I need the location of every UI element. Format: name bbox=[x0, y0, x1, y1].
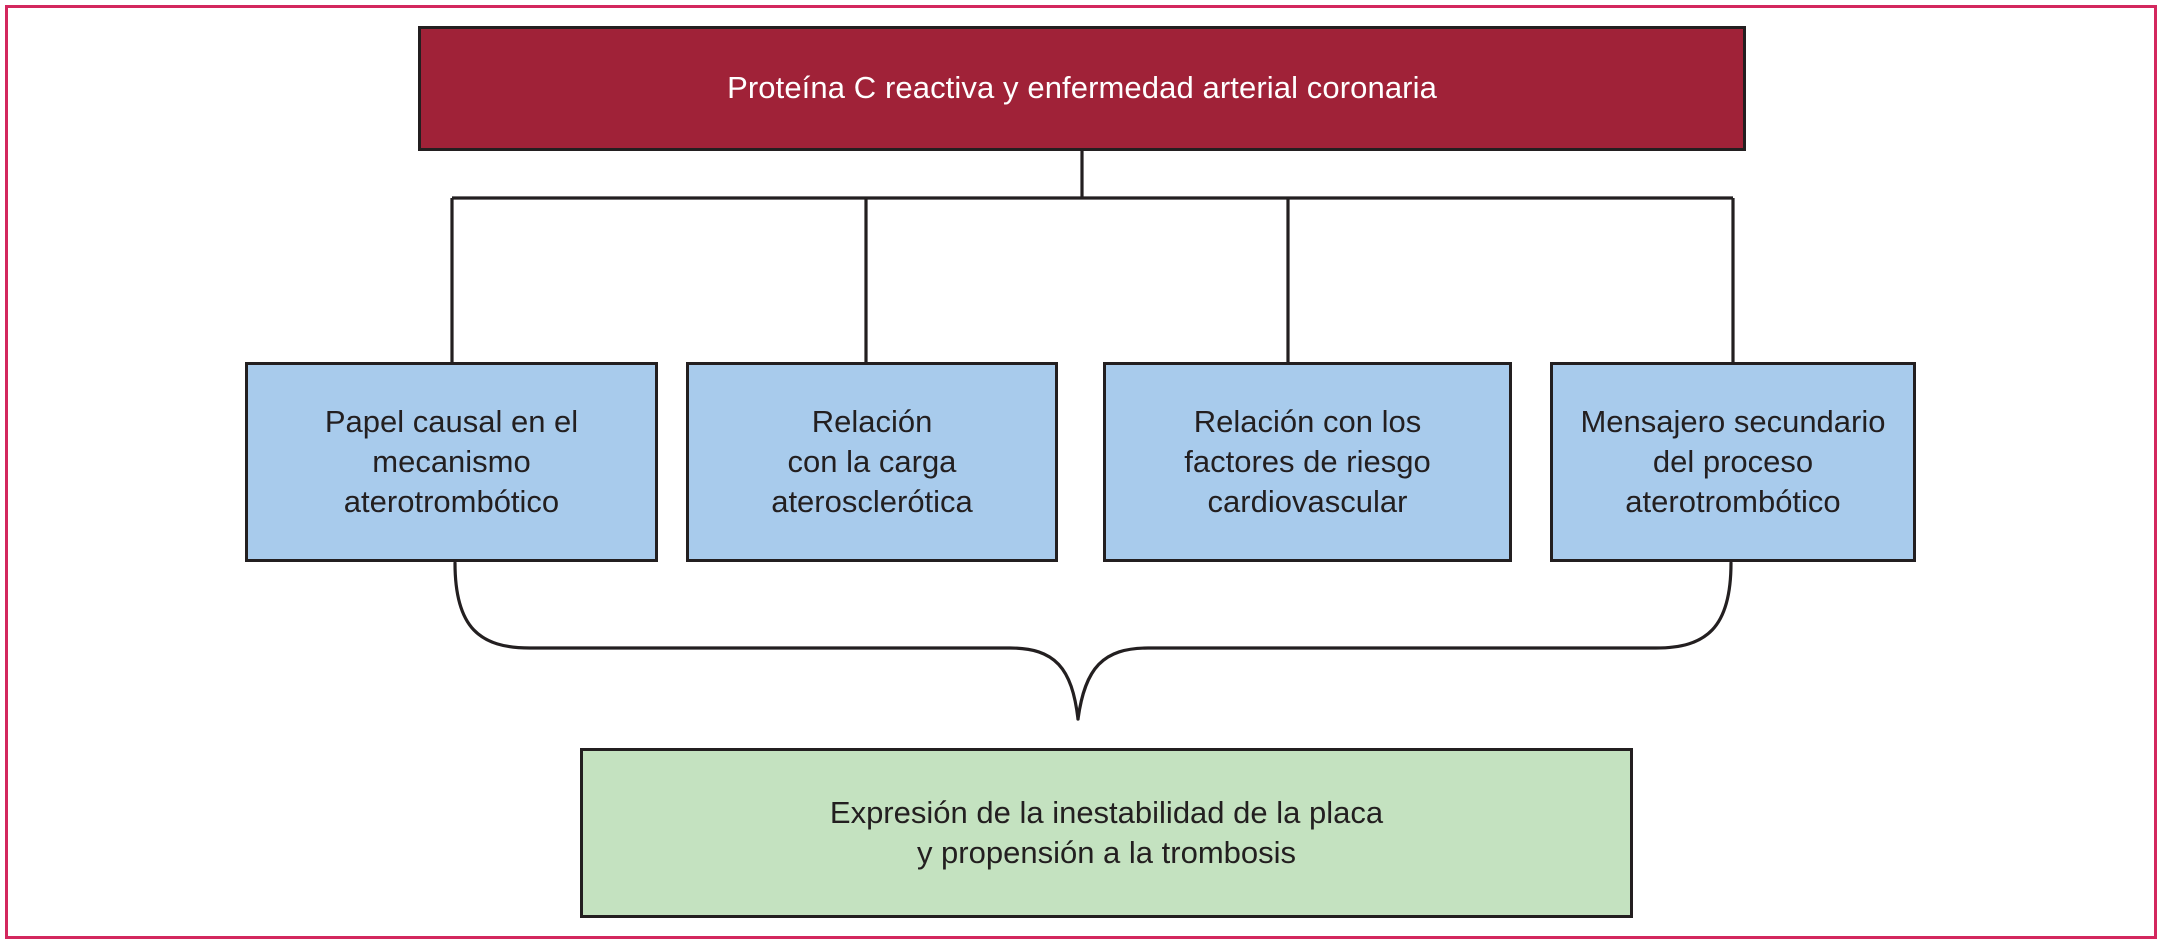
branch-node-1-label: Papel causal en el mecanismo aterotrombó… bbox=[324, 403, 579, 520]
outcome-node[interactable]: Expresión de la inestabilidad de la plac… bbox=[580, 748, 1633, 918]
branch-node-1[interactable]: Papel causal en el mecanismo aterotrombó… bbox=[245, 362, 658, 562]
connector-brace-left bbox=[453, 561, 1080, 721]
branch-node-4-label: Mensajero secundario del proceso aterotr… bbox=[1580, 403, 1886, 520]
connector-brace-right bbox=[1076, 561, 1733, 721]
branch-node-4[interactable]: Mensajero secundario del proceso aterotr… bbox=[1550, 362, 1916, 562]
branch-node-3[interactable]: Relación con los factores de riesgo card… bbox=[1103, 362, 1512, 562]
branch-node-2-label: Relación con la carga aterosclerótica bbox=[771, 403, 973, 520]
branch-node-3-label: Relación con los factores de riesgo card… bbox=[1184, 403, 1431, 520]
root-node[interactable]: Proteína C reactiva y enfermedad arteria… bbox=[418, 26, 1746, 151]
root-node-label: Proteína C reactiva y enfermedad arteria… bbox=[727, 70, 1437, 106]
outcome-node-label: Expresión de la inestabilidad de la plac… bbox=[829, 794, 1384, 870]
branch-node-2[interactable]: Relación con la carga aterosclerótica bbox=[686, 362, 1058, 562]
